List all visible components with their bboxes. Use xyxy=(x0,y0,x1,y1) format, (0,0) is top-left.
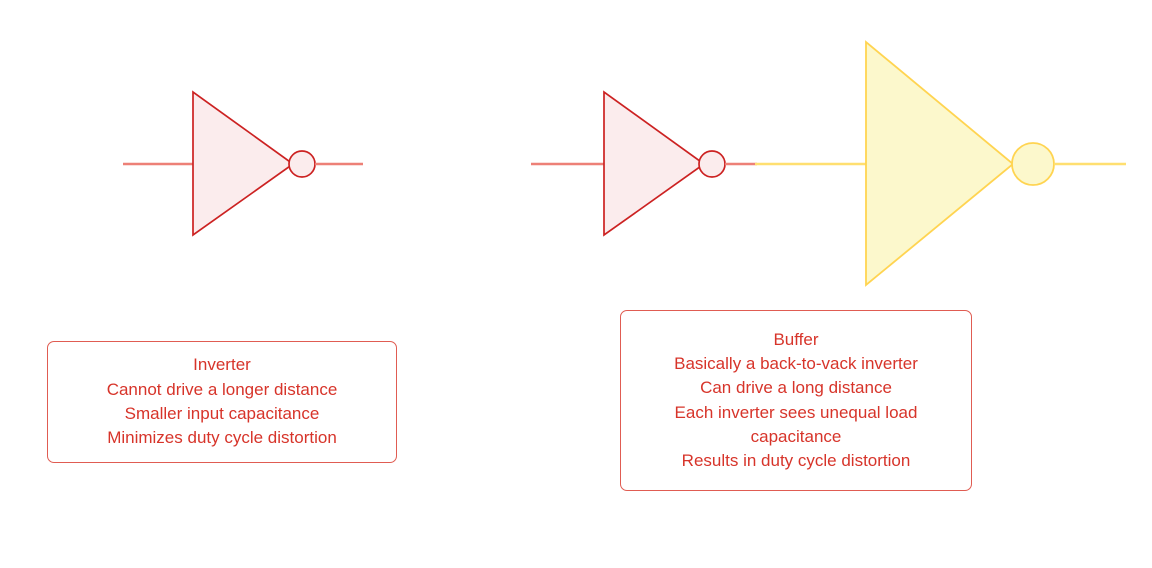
buffer-stage1-triangle xyxy=(603,90,706,237)
buffer-symbol[interactable] xyxy=(531,40,1126,287)
inverter-note-line-4: Minimizes duty cycle distortion xyxy=(107,428,337,448)
inverter-symbol[interactable] xyxy=(123,90,363,237)
buffer-stage1-bubble-icon xyxy=(698,150,726,178)
buffer-note-line-2: Basically a back-to-vack inverter xyxy=(674,353,918,373)
buffer-note-line-1: Buffer xyxy=(773,329,819,349)
buffer-note-line-5: Results in duty cycle distortion xyxy=(681,451,911,471)
inverter-note-line-1: Inverter xyxy=(193,355,251,375)
inverter-note-line-3: Smaller input capacitance xyxy=(124,404,320,423)
buffer-stage2-inverter xyxy=(865,40,1126,287)
buffer-stage1-inverter xyxy=(531,90,726,237)
inverter-triangle xyxy=(192,90,295,237)
inverter-bubble-icon xyxy=(288,150,316,178)
buffer-note-line-3: Can drive a long distance xyxy=(700,378,892,398)
buffer-note-box: Buffer Basically a back-to-vack inverter… xyxy=(620,310,972,491)
buffer-note-line-4: Each inverter sees unequal load capacita… xyxy=(674,402,923,446)
inverter-note-line-2: Cannot drive a longer distance xyxy=(106,379,338,399)
buffer-stage2-triangle xyxy=(865,40,1015,287)
inverter-note-box: Inverter Cannot drive a longer distance … xyxy=(47,341,397,463)
buffer-stage2-bubble-icon xyxy=(1011,142,1055,186)
